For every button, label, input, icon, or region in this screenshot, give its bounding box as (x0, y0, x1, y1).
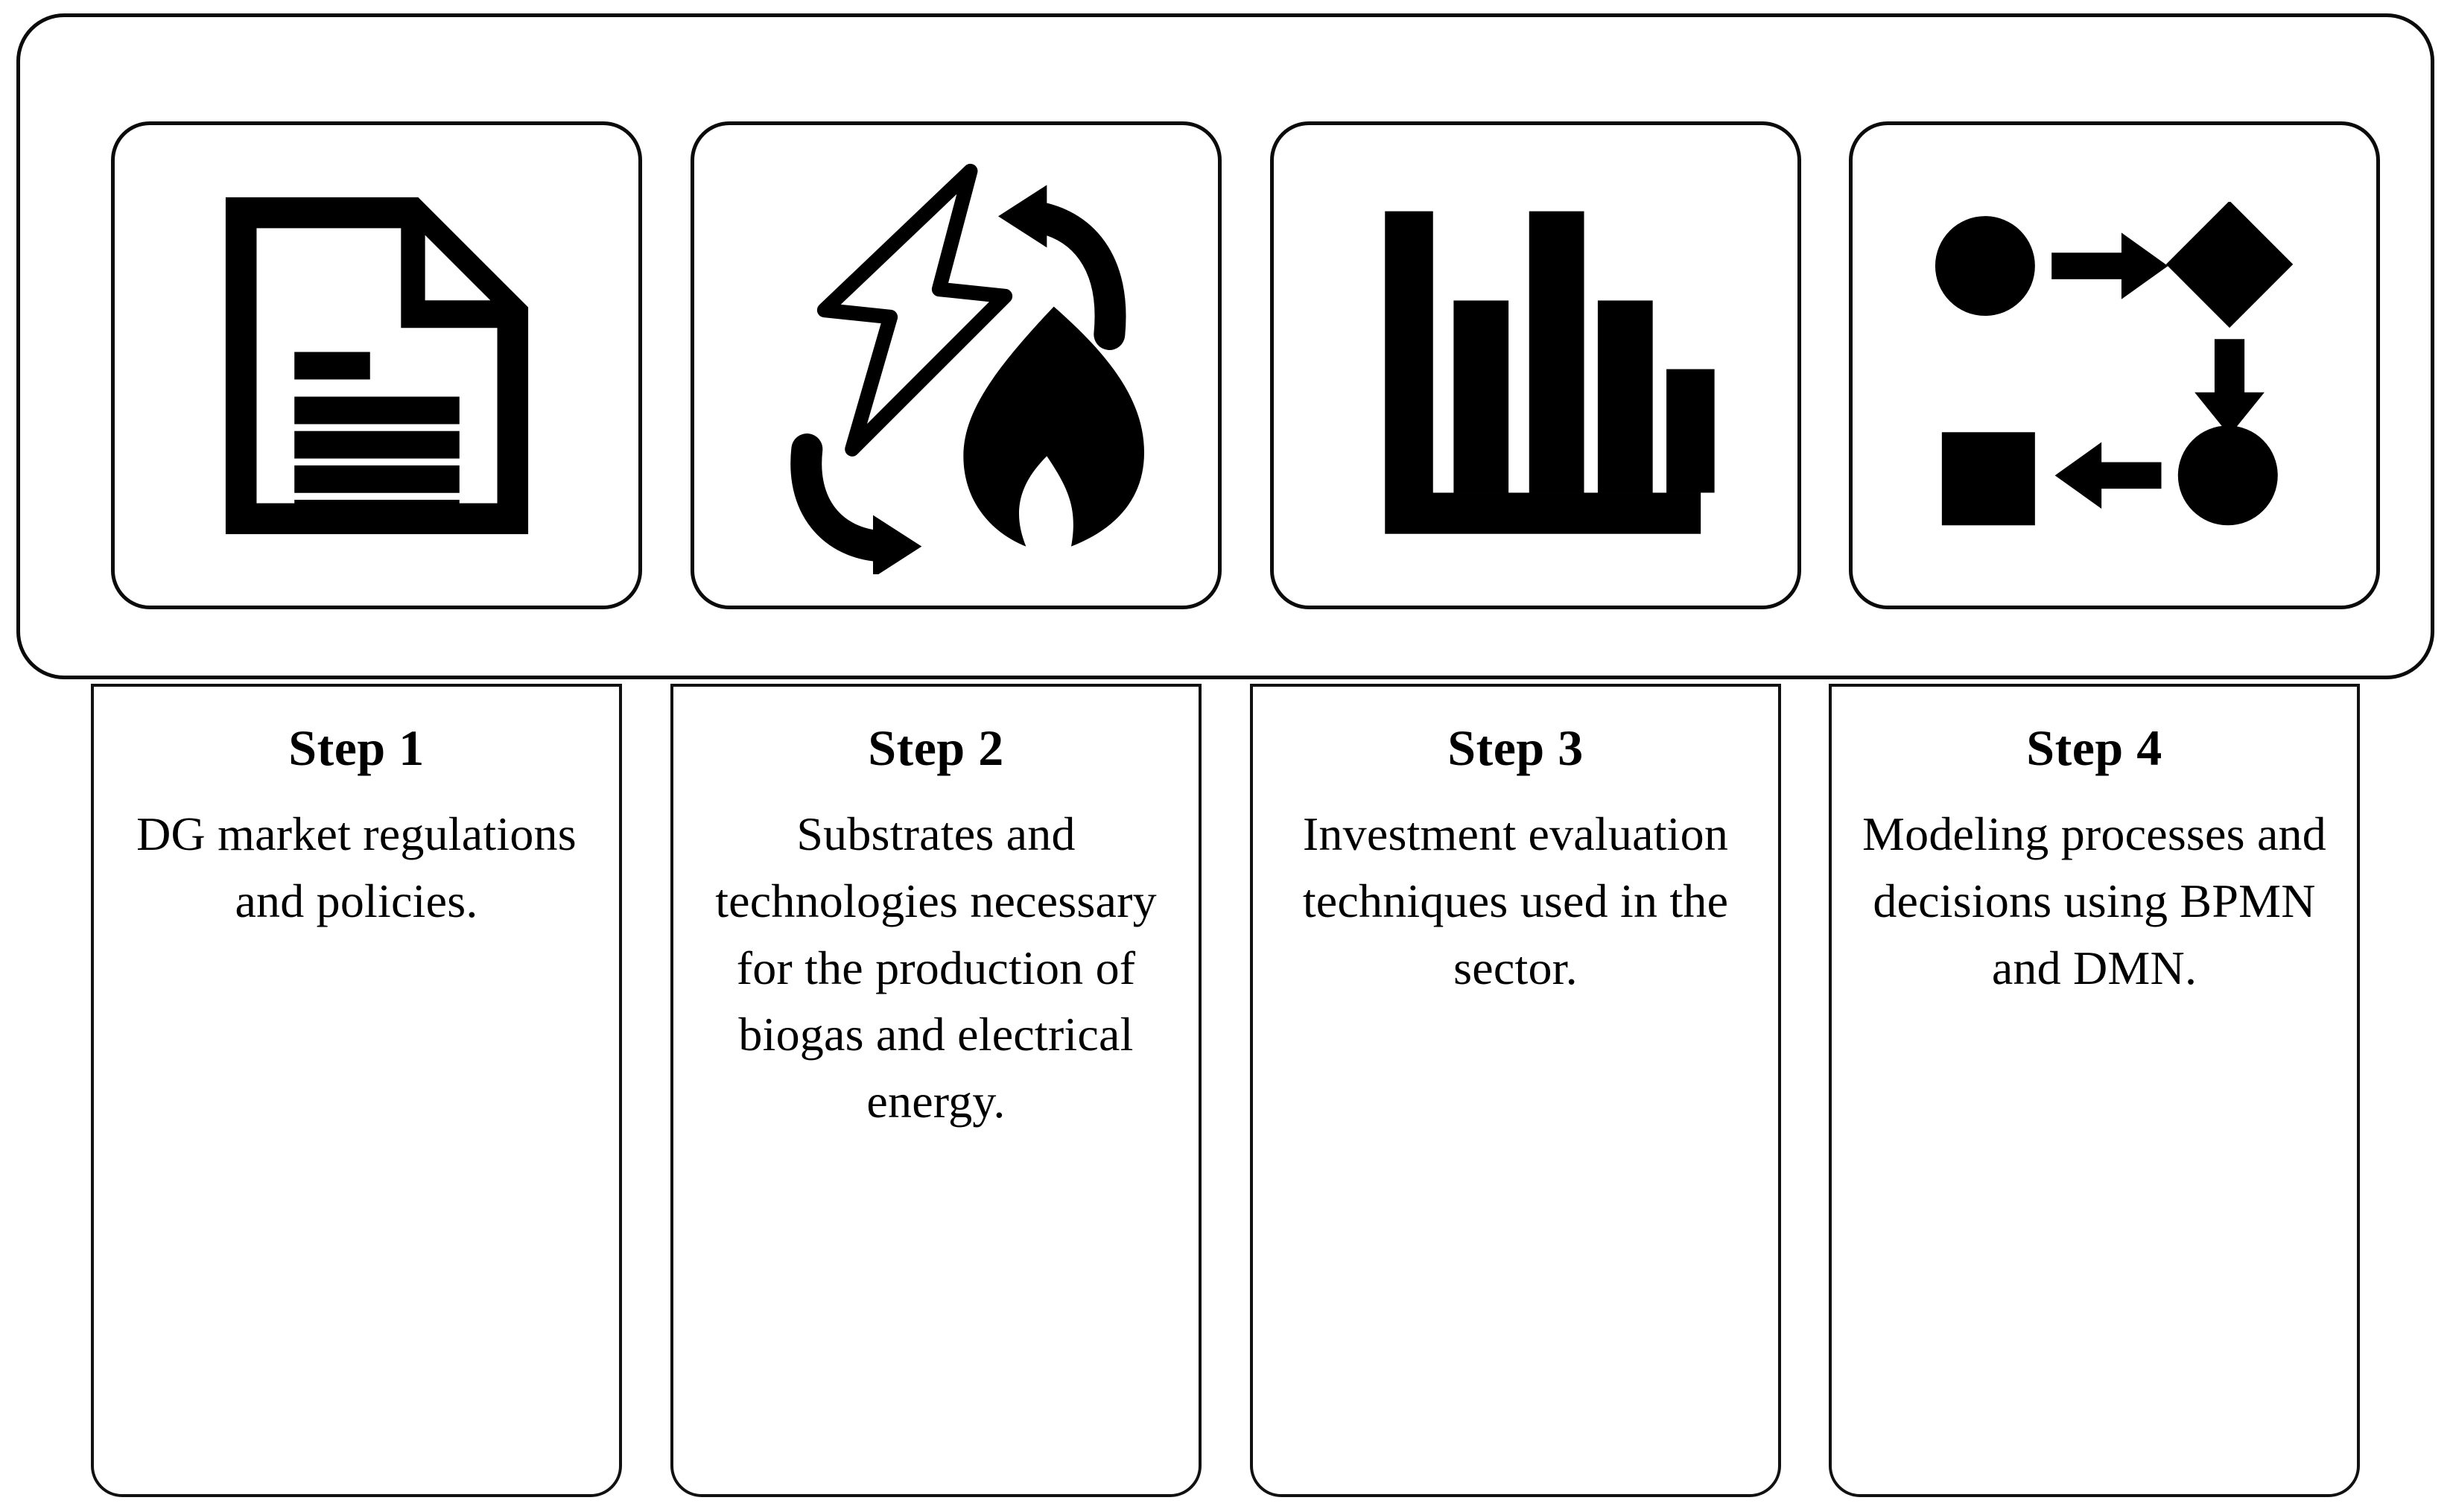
icon-row-container (16, 13, 2434, 679)
step-column-3: Step 3 Investment evaluation techniques … (1250, 684, 1781, 1497)
icon-card-step-3 (1270, 121, 1801, 609)
step-description: Investment evaluation techniques used in… (1302, 807, 1729, 994)
step-column-1: Step 1 DG market regulations and policie… (91, 684, 622, 1497)
bar-chart-icon (1357, 191, 1715, 541)
icon-card-step-1 (111, 121, 642, 609)
step-column-2: Step 2 Substrates and technologies neces… (670, 684, 1202, 1497)
document-icon (202, 187, 552, 544)
step-description: Substrates and technologies necessary fo… (715, 807, 1157, 1128)
icon-card-step-4 (1849, 121, 2380, 609)
step-description: DG market regulations and policies. (136, 807, 577, 927)
step-title: Step 2 (868, 720, 1004, 776)
step-column-4: Step 4 Modeling processes and decisions … (1829, 684, 2360, 1497)
energy-cycle-icon (748, 157, 1165, 574)
process-flow-icon (1929, 201, 2301, 530)
step-title: Step 3 (1447, 720, 1584, 776)
step-description: Modeling processes and decisions using B… (1862, 807, 2326, 994)
step-title: Step 1 (288, 720, 425, 776)
step-title: Step 4 (2026, 720, 2162, 776)
icon-card-step-2 (691, 121, 1222, 609)
